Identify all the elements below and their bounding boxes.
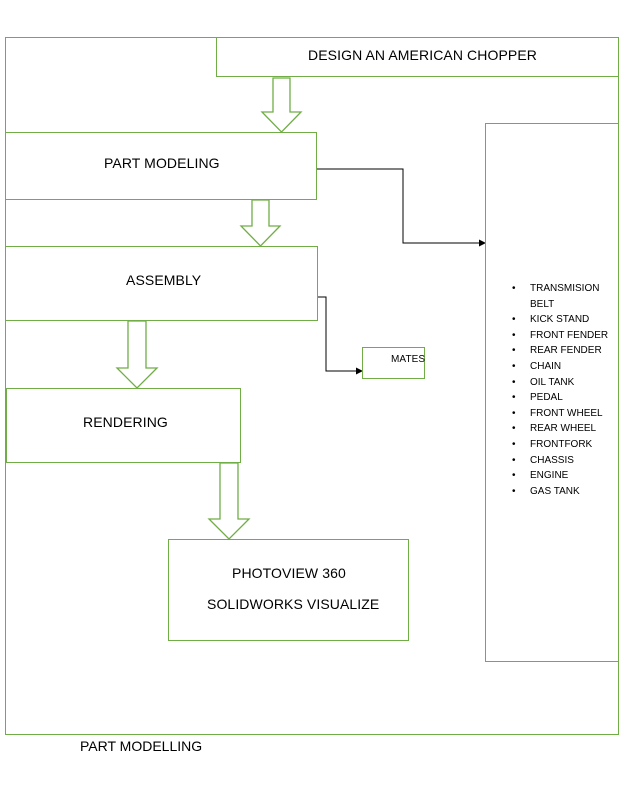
parts-list-item-label: OIL TANK xyxy=(530,376,575,388)
rendering-tools-box: PHOTOVIEW 360 SOLIDWORKS VISUALIZE xyxy=(168,539,409,641)
parts-list-item: • ENGINE xyxy=(512,468,616,484)
bullet-icon: • xyxy=(512,360,516,372)
bullet-icon: • xyxy=(512,470,516,482)
parts-list-item-label: KICK STAND xyxy=(530,314,590,326)
bullet-icon: • xyxy=(512,485,516,497)
bullet-icon: • xyxy=(512,407,516,419)
title-box: DESIGN AN AMERICAN CHOPPER xyxy=(216,37,619,77)
parts-list-item-label: GAS TANK xyxy=(530,485,580,497)
bullet-icon: • xyxy=(512,454,516,466)
parts-list-item-label: REAR FENDER xyxy=(530,345,602,357)
parts-list: • TRANSMISION BELT • KICK STAND • FRONT FENDE… xyxy=(512,281,616,499)
rendering-label: RENDERING xyxy=(83,414,168,430)
bullet-icon: • xyxy=(512,283,516,294)
parts-list-item: • OIL TANK xyxy=(512,375,616,391)
connector-assembly-to-mates xyxy=(318,296,363,375)
parts-list-item-label: FRONT WHEEL xyxy=(530,407,603,419)
parts-list-item: • KICK STAND xyxy=(512,312,616,328)
parts-list-item: • CHASSIS xyxy=(512,453,616,469)
tool-photoview-label: PHOTOVIEW 360 xyxy=(232,565,346,581)
mates-label: MATES xyxy=(391,354,426,365)
parts-list-item: • FRONT WHEEL xyxy=(512,406,616,422)
bullet-icon: • xyxy=(512,329,516,341)
assembly-label: ASSEMBLY xyxy=(126,272,202,288)
parts-list-item-label: REAR WHEEL xyxy=(530,423,597,435)
tool-solidworks-visualize-label: SOLIDWORKS VISUALIZE xyxy=(207,596,380,612)
bullet-icon: • xyxy=(512,438,516,450)
assembly-box: ASSEMBLY xyxy=(5,246,318,321)
parts-list-box xyxy=(485,123,619,662)
parts-list-item: • TRANSMISION BELT xyxy=(512,281,616,312)
parts-list-item: • PEDAL xyxy=(512,390,616,406)
bullet-icon: • xyxy=(512,345,516,357)
bullet-icon: • xyxy=(512,423,516,435)
connector-part-modeling-to-parts-list xyxy=(317,168,486,247)
bullet-icon: • xyxy=(512,376,516,388)
arrow-rendering-to-tools xyxy=(207,462,251,540)
arrow-title-to-part-modeling xyxy=(260,77,303,133)
parts-list-item: • CHAIN xyxy=(512,359,616,375)
parts-list-item-label: FRONTFORK xyxy=(530,438,593,450)
rendering-box: RENDERING xyxy=(6,388,241,463)
parts-list-item: • GAS TANK xyxy=(512,484,616,500)
title-label: DESIGN AN AMERICAN CHOPPER xyxy=(308,47,537,63)
figure-caption: PART MODELLING xyxy=(80,738,203,754)
bullet-icon: • xyxy=(512,314,516,326)
part-modeling-label: PART MODELING xyxy=(104,155,220,171)
parts-list-item: • FRONTFORK xyxy=(512,437,616,453)
parts-list-item-label: CHAIN xyxy=(530,360,562,372)
parts-list-item: • REAR FENDER xyxy=(512,343,616,359)
arrow-part-modeling-to-assembly xyxy=(239,199,282,247)
mates-box: MATES xyxy=(362,347,425,379)
parts-list-item-label: FRONT FENDER xyxy=(530,329,609,341)
bullet-icon: • xyxy=(512,392,516,404)
parts-list-item: • FRONT FENDER xyxy=(512,328,616,344)
parts-list-item-label: TRANSMISION BELT xyxy=(530,283,600,310)
parts-list-item-label: PEDAL xyxy=(530,392,563,404)
parts-list-item: • REAR WHEEL xyxy=(512,421,616,437)
part-modeling-box: PART MODELING xyxy=(5,132,317,200)
arrow-assembly-to-rendering xyxy=(115,320,159,389)
parts-list-item-label: CHASSIS xyxy=(530,454,574,466)
parts-list-item-label: ENGINE xyxy=(530,470,569,482)
